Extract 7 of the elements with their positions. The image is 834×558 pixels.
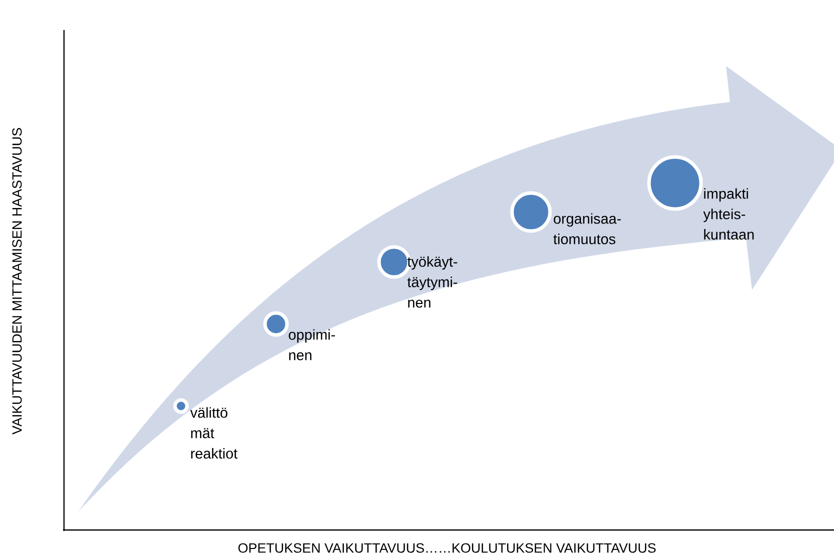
stage-label: välittö mät reaktiot [190,407,238,459]
stage-label: organisaa- tiomuutos [553,213,621,244]
axis-title: OPETUKSEN VAIKUTTAVUUS……KOULUTUKSEN VAIKUTTAVUUS [238,543,656,553]
stage-label: työkäyt- täytymi- nen [407,256,458,308]
axis-title: VAIKUTTAVUUDEN MITTAAMISEN HAASTAVUUS [12,128,22,434]
stage-label: oppimi- nen [288,329,335,360]
stage-label: impakti yhteis- kuntaan [703,188,754,240]
